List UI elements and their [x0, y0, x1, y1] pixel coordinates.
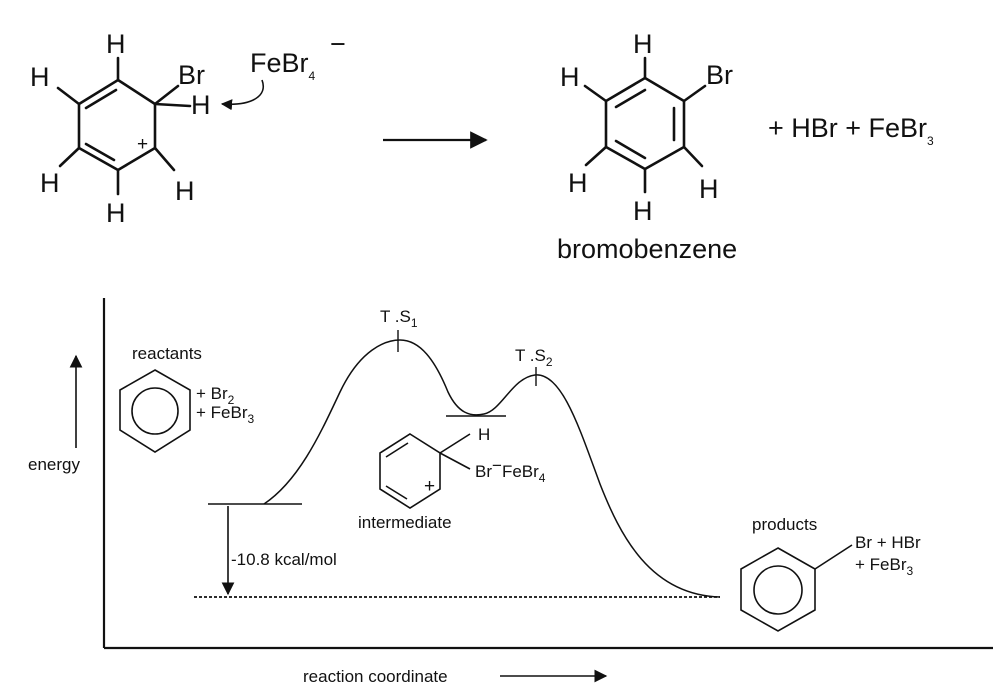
atom-h-bottom-left: H [40, 168, 60, 198]
p-atom-h-bottom: H [633, 196, 653, 226]
positive-charge: + [137, 134, 148, 155]
bromobenzene-ring [604, 76, 686, 171]
intermediate-double-bond-2 [385, 485, 408, 500]
intermediate-h: H [478, 425, 490, 444]
sigma-complex: H H H H H Br H + [30, 29, 211, 228]
x-axis-label: reaction coordinate [303, 667, 448, 686]
p-atom-br: Br [706, 60, 733, 90]
p-atom-h-bottom-right: H [699, 174, 719, 204]
sigma-complex-double-bond-2 [84, 142, 116, 162]
base-charge: − [330, 29, 346, 59]
bond-h-bottom-left [58, 146, 81, 168]
intermediate-bond-h [439, 433, 471, 454]
reactants-label: reactants [132, 344, 202, 363]
reactants-aromatic-circle [131, 387, 179, 435]
base-formula: FeBr4 [250, 48, 316, 83]
ts1-label: T .S1 [380, 307, 418, 330]
delta-e-label: -10.8 kcal/mol [231, 550, 337, 569]
curved-arrow [220, 79, 264, 111]
atom-h-sp3: H [191, 90, 211, 120]
atom-h-top: H [106, 29, 126, 59]
intermediate-plus: + [424, 476, 435, 497]
ts2-label: T .S2 [515, 346, 553, 369]
products-bond-br [814, 544, 853, 570]
energy-diagram: energy reaction coordinate T .S1 T .S2 -… [28, 298, 993, 686]
bond-p-h-left [583, 84, 608, 103]
reactants-br2: + Br2 [196, 384, 235, 407]
energy-profile-curve [263, 339, 721, 598]
base-fe-br4: FeBr4 − [220, 29, 346, 111]
products-label: products [752, 515, 817, 534]
p-atom-h-left: H [560, 62, 580, 92]
byproducts: + HBr + FeBr3 [768, 113, 934, 148]
sigma-complex-ring [77, 78, 157, 172]
bond-p-h-bottom-left [584, 145, 608, 167]
atom-h-bottom-right: H [175, 176, 195, 206]
bond-h-left [56, 86, 81, 106]
bromobenzene-inner-bond-1 [614, 88, 647, 109]
bond-h-sp3 [153, 102, 192, 108]
products-aromatic-circle [753, 565, 803, 615]
bond-h-bottom-right [153, 146, 176, 172]
products-benzene-ring [740, 547, 816, 632]
bond-p-h-bottom-right [682, 145, 704, 168]
bond-br [153, 84, 180, 106]
bromobenzene: H H H H H Br bromobenzene [557, 29, 737, 264]
intermediate-double-bond-1 [385, 442, 409, 458]
reactants-benzene-ring [119, 369, 191, 453]
products-line2: + FeBr3 [855, 555, 914, 578]
product-name: bromobenzene [557, 234, 737, 264]
reactants-febr3: + FeBr3 [196, 403, 255, 426]
atom-h-left: H [30, 62, 50, 92]
intermediate-counterion: Br−FeBr4 [475, 456, 546, 485]
sigma-complex-double-bond-1 [84, 88, 118, 110]
atom-br: Br [178, 60, 205, 90]
bromobenzene-inner-bond-3 [614, 139, 647, 160]
p-atom-h-top: H [633, 29, 653, 59]
intermediate-label: intermediate [358, 513, 452, 532]
intermediate-structure: H + Br−FeBr4 intermediate [358, 425, 546, 532]
bond-p-br [682, 84, 707, 103]
atom-h-bottom: H [106, 198, 126, 228]
y-axis-label: energy [28, 455, 80, 474]
p-atom-h-bottom-left: H [568, 168, 588, 198]
intermediate-bond-br [439, 452, 471, 470]
products-line1: Br + HBr [855, 533, 921, 552]
